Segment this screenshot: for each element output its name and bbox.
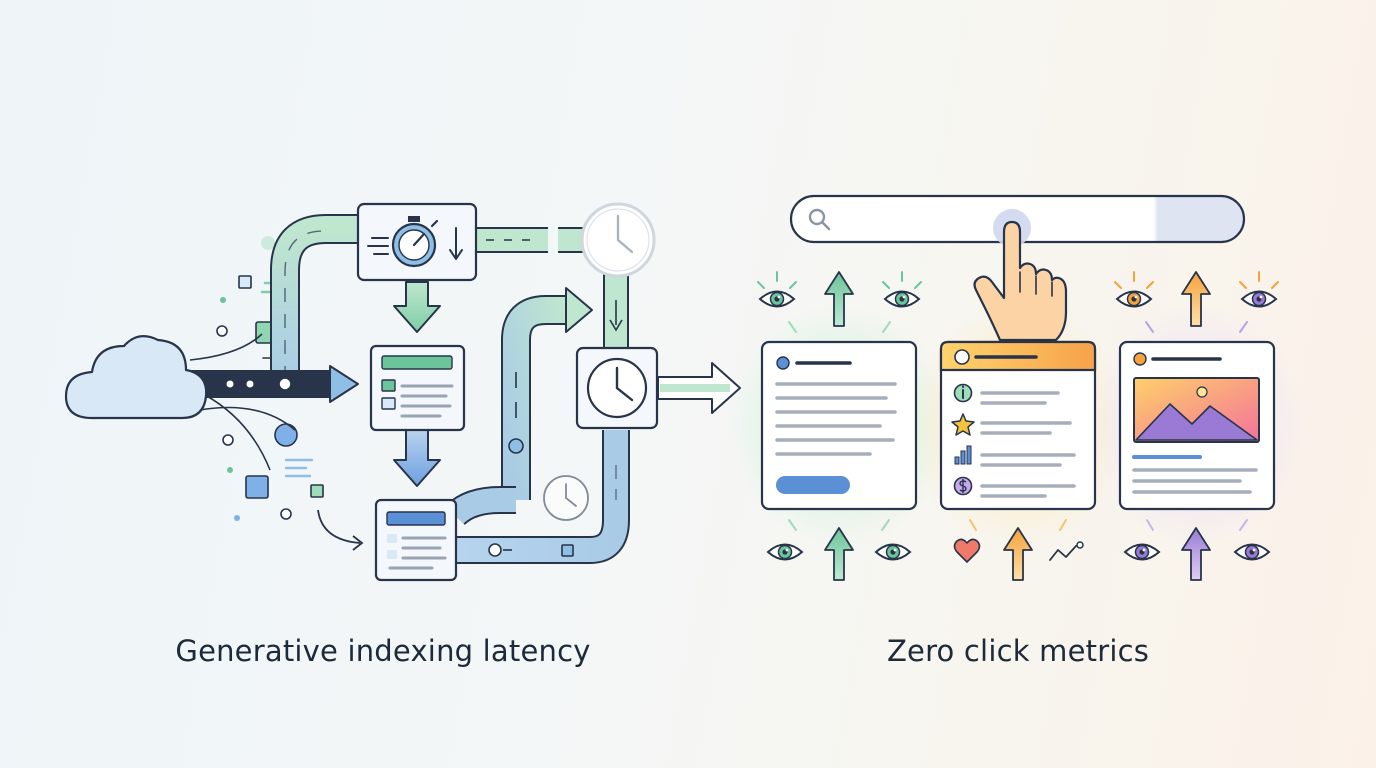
eye-icon	[1124, 543, 1160, 561]
eye-icon	[1241, 290, 1277, 308]
document-icon	[369, 344, 466, 432]
stopwatch-icon	[391, 216, 439, 268]
eye-icon	[1116, 290, 1152, 308]
pipe-clock-vertical	[603, 270, 629, 350]
result-card-image	[1118, 340, 1276, 511]
clock-icon	[586, 357, 648, 419]
pointing-hand-icon	[973, 220, 1068, 342]
pipe-curve-up	[501, 287, 593, 500]
result-card-text	[760, 340, 918, 511]
arrow-down-green	[393, 281, 441, 333]
arrow-to-results	[657, 362, 741, 414]
clock-card	[575, 346, 659, 430]
clock-icon	[580, 202, 656, 278]
document-icon	[374, 498, 458, 582]
top-engagement-row	[757, 271, 1279, 333]
bottom-engagement-row	[767, 519, 1270, 581]
result-card-facts	[939, 340, 1097, 511]
eye-icon	[884, 290, 920, 308]
trend-line-icon	[1049, 541, 1084, 561]
eye-icon	[1234, 543, 1270, 561]
arrow-up-icon	[1181, 527, 1211, 581]
caption-generative-indexing-latency: Generative indexing latency	[175, 634, 591, 668]
info-icon	[953, 383, 973, 403]
eye-icon	[759, 290, 795, 308]
arrow-up-icon	[824, 271, 854, 327]
stopwatch-card	[356, 202, 478, 282]
pipe-bottom	[445, 430, 630, 564]
eye-icon	[875, 543, 911, 561]
image-icon	[1133, 377, 1260, 443]
zero-click-diagram	[729, 194, 1307, 581]
pipe-to-stopwatch	[270, 214, 360, 385]
clock-icon	[543, 475, 589, 521]
star-icon	[951, 413, 975, 436]
dollar-icon	[953, 476, 973, 496]
arrow-up-icon	[1181, 271, 1211, 327]
eye-icon	[767, 543, 803, 561]
arrow-up-icon	[1003, 527, 1033, 581]
cloud-icon	[64, 335, 208, 420]
heart-icon	[953, 538, 981, 563]
arrow-down-blue	[393, 429, 441, 487]
caption-zero-click-metrics: Zero click metrics	[886, 634, 1150, 668]
arrow-up-icon	[824, 527, 854, 581]
indexing-latency-diagram	[64, 202, 741, 582]
search-icon	[808, 208, 831, 231]
bar-chart-icon	[954, 445, 972, 465]
